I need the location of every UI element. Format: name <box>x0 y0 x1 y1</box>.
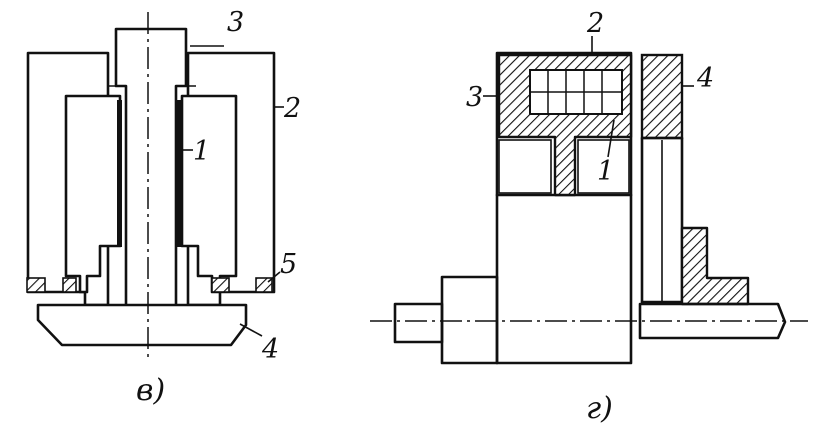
label-g-1: 1 <box>597 156 614 187</box>
bottom-plate <box>36 303 248 347</box>
right-yoke-window <box>180 94 238 294</box>
caption-g: г) <box>586 391 613 426</box>
leader-g-1 <box>607 119 615 158</box>
hatched-plate-top <box>640 53 684 140</box>
coil-grid <box>530 70 622 114</box>
hub <box>440 275 499 365</box>
figure-v: 3 2 1 5 4 в) <box>26 7 301 408</box>
label-4: 4 <box>261 334 279 365</box>
winding-bar-right <box>176 100 181 247</box>
leader-4 <box>239 323 263 337</box>
label-g-2: 2 <box>586 8 604 39</box>
left-yoke-window <box>64 94 122 294</box>
housing <box>495 51 633 365</box>
left-cavity <box>498 139 552 194</box>
label-3: 3 <box>227 7 244 38</box>
shaft-end <box>393 302 444 344</box>
bottom-rail <box>638 302 787 340</box>
winding-bar-left <box>117 100 122 247</box>
right-cavity <box>577 139 630 194</box>
bottom-block-1 <box>26 277 46 293</box>
bottom-block-3 <box>211 277 230 293</box>
bottom-block-2 <box>62 277 77 293</box>
label-1: 1 <box>193 136 210 167</box>
center-shaft <box>114 27 188 308</box>
caption-v: в) <box>136 373 165 408</box>
hatched-base <box>680 226 750 306</box>
label-g-3: 3 <box>466 82 483 113</box>
label-2: 2 <box>283 93 301 124</box>
leader-5 <box>267 271 281 283</box>
label-5: 5 <box>280 249 297 280</box>
figure-g: 2 3 4 1 г) <box>370 8 808 426</box>
label-g-4: 4 <box>696 63 714 94</box>
